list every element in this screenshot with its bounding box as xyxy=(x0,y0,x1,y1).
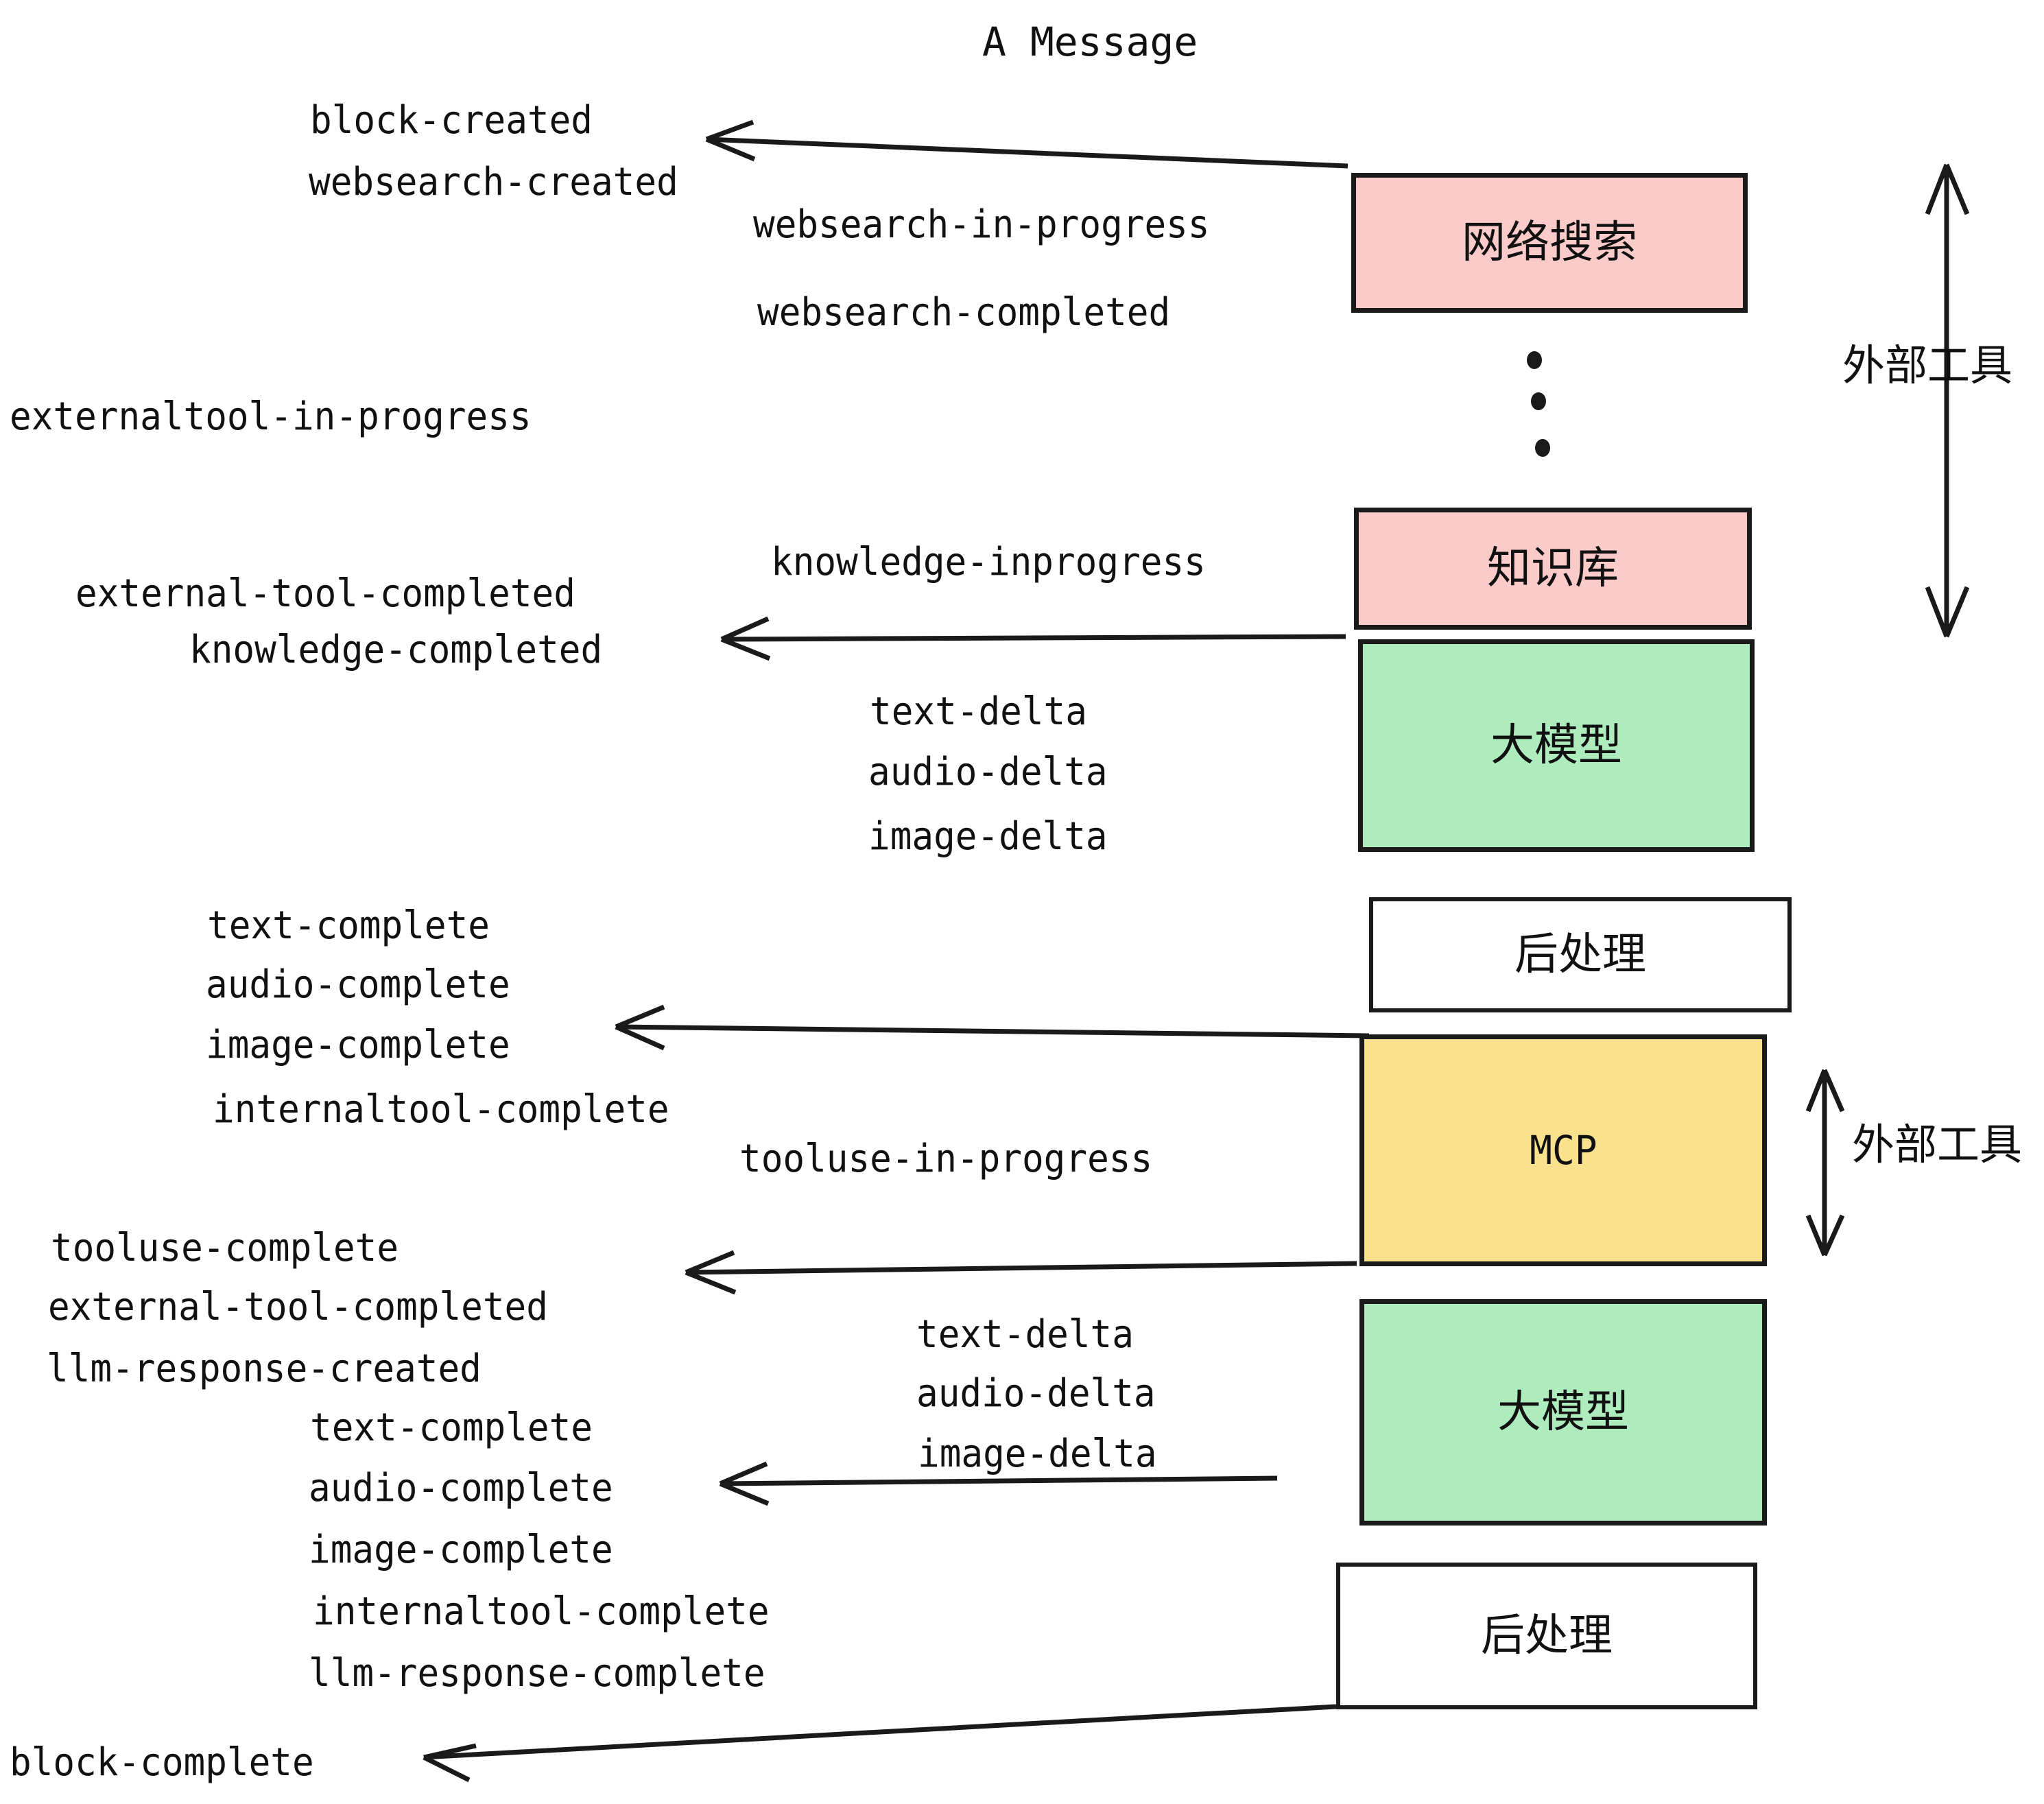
event-text-delta-1: text-delta xyxy=(870,689,1087,734)
arrow-websearch-to-left xyxy=(705,119,1348,169)
box-post-processing-bottom: 后处理 xyxy=(1336,1563,1757,1709)
box-websearch-label: 网络搜索 xyxy=(1462,217,1637,268)
event-block-created: block-created xyxy=(310,98,593,143)
event-internaltool-complete-2: internaltool-complete xyxy=(313,1589,770,1634)
box-llm-top: 大模型 xyxy=(1358,639,1755,852)
box-knowledge: 知识库 xyxy=(1354,508,1752,630)
box-llm-bottom: 大模型 xyxy=(1359,1299,1767,1526)
box-mcp: MCP xyxy=(1359,1034,1767,1266)
event-text-delta-2: text-delta xyxy=(916,1312,1134,1357)
arrow-knowledge-to-left xyxy=(720,616,1346,661)
event-audio-delta-1: audio-delta xyxy=(868,750,1108,794)
event-image-delta-1: image-delta xyxy=(868,814,1108,859)
box-llm-top-label: 大模型 xyxy=(1490,720,1622,771)
event-image-complete-1: image-complete xyxy=(206,1023,510,1067)
event-websearch-created: websearch-created xyxy=(309,160,678,204)
event-externaltool-in-progress: externaltool-in-progress xyxy=(10,394,532,439)
event-audio-complete-1: audio-complete xyxy=(206,962,510,1007)
event-image-delta-2: image-delta xyxy=(918,1432,1157,1476)
arrow-post-top-to-left xyxy=(615,1004,1370,1051)
event-tooluse-complete: tooluse-complete xyxy=(51,1226,399,1270)
event-websearch-in-progress: websearch-in-progress xyxy=(753,202,1210,247)
box-websearch: 网络搜索 xyxy=(1351,173,1748,313)
box-post-processing-top: 后处理 xyxy=(1369,897,1792,1012)
label-external-tool-bottom: 外部工具 xyxy=(1852,1119,2023,1170)
box-mcp-label: MCP xyxy=(1529,1127,1597,1174)
event-knowledge-inprogress: knowledge-inprogress xyxy=(771,540,1206,584)
arrow-mcp-to-left xyxy=(685,1250,1357,1295)
event-internaltool-complete-1: internaltool-complete xyxy=(213,1087,669,1132)
ellipsis-dot-3 xyxy=(1535,439,1550,457)
box-post-processing-top-label: 后处理 xyxy=(1514,929,1646,980)
page-title: A Message xyxy=(982,19,1198,65)
event-llm-response-created: llm-response-created xyxy=(47,1346,482,1391)
event-llm-response-complete: llm-response-complete xyxy=(309,1651,765,1696)
box-knowledge-label: 知识库 xyxy=(1487,543,1619,594)
event-tooluse-in-progress: tooluse-in-progress xyxy=(739,1137,1153,1181)
event-image-complete-2: image-complete xyxy=(309,1528,613,1572)
label-external-tool-top: 外部工具 xyxy=(1842,340,2013,390)
double-arrow-external-tool-top xyxy=(1925,163,1970,638)
double-arrow-external-tool-bottom xyxy=(1805,1069,1845,1257)
box-post-processing-bottom-label: 后处理 xyxy=(1481,1611,1613,1661)
box-llm-bottom-label: 大模型 xyxy=(1497,1387,1629,1438)
event-external-tool-completed-1: external-tool-completed xyxy=(75,571,575,616)
ellipsis-dot-2 xyxy=(1531,392,1546,410)
ellipsis-dot-1 xyxy=(1527,351,1542,369)
event-audio-complete-2: audio-complete xyxy=(309,1466,613,1510)
event-knowledge-completed: knowledge-completed xyxy=(189,628,603,672)
event-websearch-completed: websearch-completed xyxy=(757,290,1171,335)
event-audio-delta-2: audio-delta xyxy=(916,1371,1156,1416)
event-text-complete-2: text-complete xyxy=(310,1405,593,1450)
event-block-complete: block-complete xyxy=(10,1740,314,1785)
event-text-complete-1: text-complete xyxy=(207,903,490,948)
event-external-tool-completed-2: external-tool-completed xyxy=(48,1285,548,1329)
arrow-post-bottom-to-left xyxy=(423,1704,1337,1783)
